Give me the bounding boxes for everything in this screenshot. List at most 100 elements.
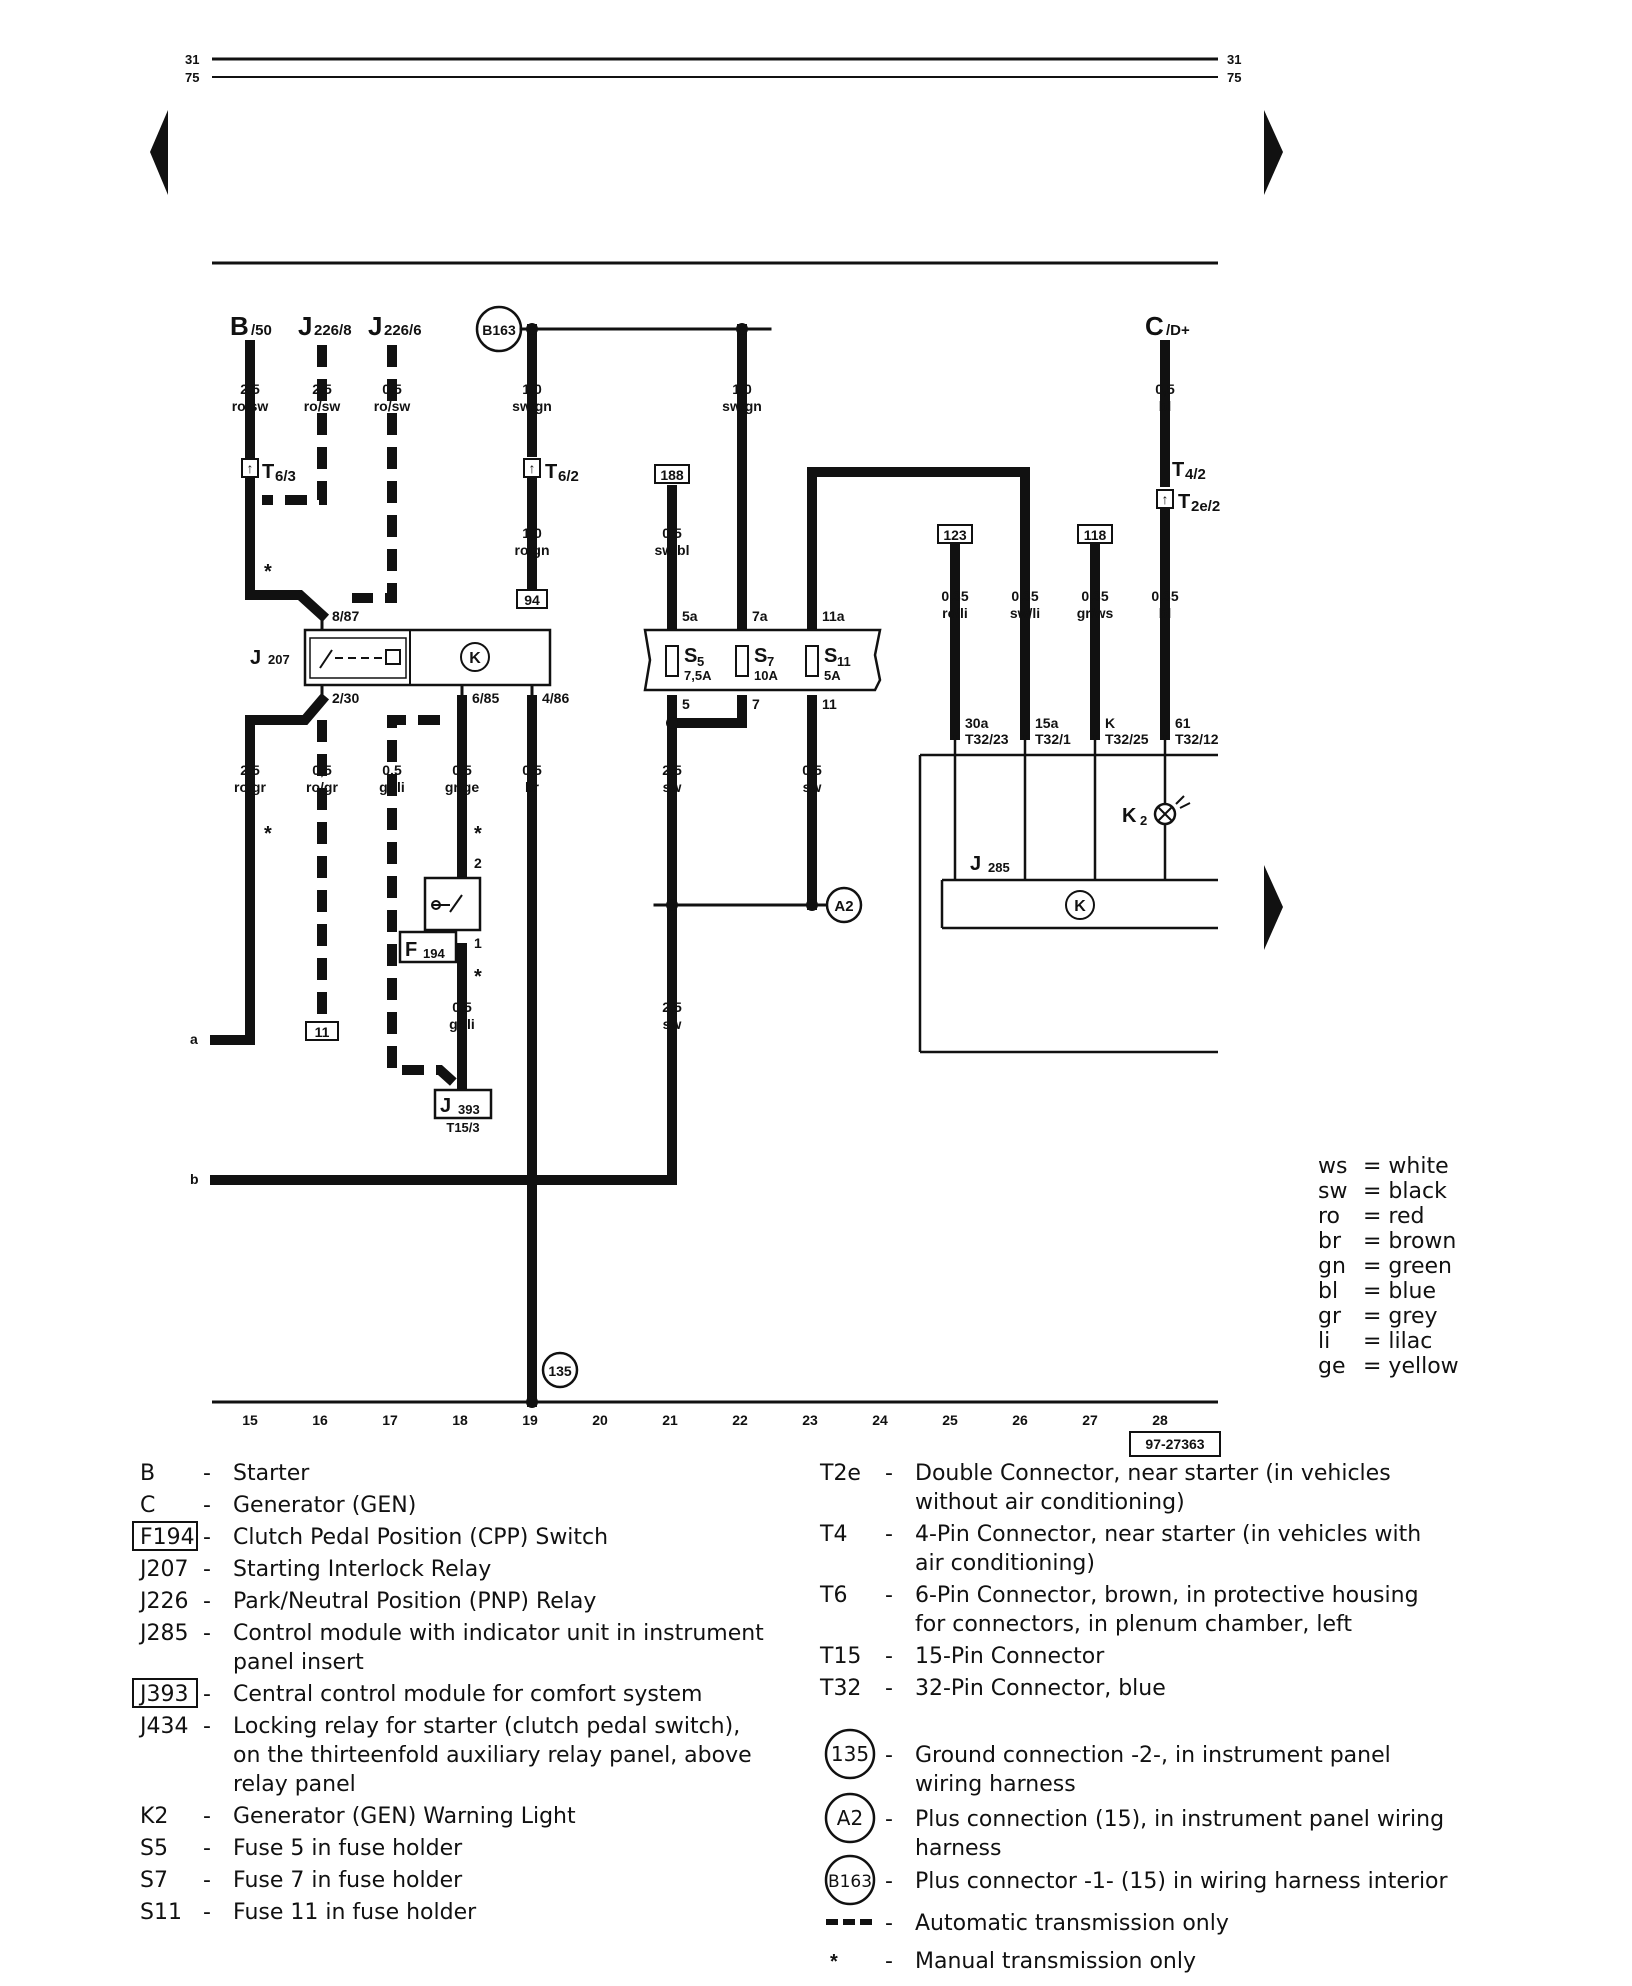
svg-text:10A: 10A <box>754 668 778 683</box>
legend-dash: - <box>203 1714 211 1739</box>
boxed-code-frame <box>132 1521 198 1551</box>
fuse-s11: S 11 5A <box>824 645 851 683</box>
track-number: 15 <box>242 1412 258 1428</box>
dashed-wires <box>262 345 466 1094</box>
svg-text:207: 207 <box>268 652 290 667</box>
junction-dots <box>526 323 818 911</box>
legend-desc: Starting Interlock Relay <box>233 1557 491 1582</box>
svg-text:K: K <box>1074 898 1086 915</box>
svg-text:gr/ws: gr/ws <box>1077 605 1114 621</box>
j285-label: J 285 K <box>970 853 1095 920</box>
color-abbr: ge <box>1318 1354 1346 1379</box>
legend-dash: - <box>203 1900 211 1925</box>
color-abbr: li <box>1318 1329 1330 1354</box>
svg-text:T: T <box>545 461 557 483</box>
legend-code: F194 <box>140 1525 195 1550</box>
star-symbol: * <box>830 1951 838 1973</box>
svg-text:B: B <box>230 311 249 341</box>
symbol-label: 135 <box>831 1742 869 1766</box>
legend-desc: wiring harness <box>915 1772 1076 1797</box>
legend-desc: Generator (GEN) Warning Light <box>233 1804 576 1829</box>
next-page-arrow[interactable] <box>1264 110 1283 195</box>
svg-text:31: 31 <box>1227 52 1241 67</box>
legend-desc: Control module with indicator unit in in… <box>233 1621 764 1646</box>
legend-dash: - <box>203 1589 211 1614</box>
legend-desc: panel insert <box>233 1650 364 1675</box>
svg-text:sw: sw <box>803 779 822 795</box>
svg-text:5: 5 <box>682 696 690 712</box>
svg-text:2,5: 2,5 <box>312 381 332 397</box>
svg-text:sw: sw <box>663 1016 682 1032</box>
svg-text:11: 11 <box>315 1024 330 1040</box>
color-name: = grey <box>1363 1304 1438 1329</box>
legend-desc: Ground connection -2-, in instrument pan… <box>915 1743 1391 1768</box>
prev-page-arrow[interactable] <box>150 110 168 195</box>
svg-text:0,5: 0,5 <box>382 381 402 397</box>
svg-text:↑: ↑ <box>247 460 254 476</box>
legend-desc: Park/Neutral Position (PNP) Relay <box>233 1589 596 1614</box>
svg-text:30a: 30a <box>965 715 989 731</box>
svg-text:gr/li: gr/li <box>379 779 405 795</box>
svg-text:↑: ↑ <box>1162 491 1169 507</box>
svg-text:0,35: 0,35 <box>1081 588 1108 604</box>
color-abbr: gr <box>1318 1304 1342 1329</box>
svg-text:1,0: 1,0 <box>732 381 752 397</box>
svg-text:226/6: 226/6 <box>384 322 422 339</box>
svg-text:S: S <box>684 645 697 667</box>
line-a-label: a <box>190 1031 198 1047</box>
legend-code: T6 <box>819 1583 847 1608</box>
legend-dash: - <box>203 1493 211 1518</box>
manual-transmission-markers: * * * * <box>264 561 482 988</box>
legend-code: T32 <box>819 1676 861 1701</box>
color-abbr: bl <box>1318 1279 1338 1304</box>
ref-box-11[interactable]: 11 <box>305 1021 339 1041</box>
legend-code: B <box>140 1461 155 1486</box>
wire-labels: 2,5 ro/sw 2,5 ro/sw 0,5 ro/sw 1,0 sw/gn … <box>232 381 1179 1032</box>
legend-desc: Fuse 7 in fuse holder <box>233 1868 463 1893</box>
svg-text:A2: A2 <box>834 898 853 915</box>
header: 31 75 31 75 <box>185 52 1241 265</box>
legend-desc: 15-Pin Connector <box>915 1644 1105 1669</box>
ref-box-94[interactable]: 94 <box>516 589 548 609</box>
svg-text:8/87: 8/87 <box>332 608 359 624</box>
svg-text:5A: 5A <box>824 668 841 683</box>
svg-text:75: 75 <box>1227 70 1241 85</box>
svg-text:S: S <box>754 645 767 667</box>
svg-text:5: 5 <box>697 654 704 669</box>
color-abbr: br <box>1318 1229 1342 1254</box>
svg-text:97-27363: 97-27363 <box>1145 1436 1204 1452</box>
ref-box-188[interactable]: 188 <box>654 464 690 484</box>
track-number: 17 <box>382 1412 398 1428</box>
legend-desc: Central control module for comfort syste… <box>233 1682 702 1707</box>
svg-text:0,5: 0,5 <box>382 762 402 778</box>
continue-arrow[interactable] <box>1264 865 1283 950</box>
svg-text:ro/gn: ro/gn <box>515 542 550 558</box>
legend-dash: - <box>203 1804 211 1829</box>
svg-text:0,35: 0,35 <box>1011 588 1038 604</box>
svg-text:*: * <box>474 966 482 988</box>
legend-code: J393 <box>138 1682 188 1707</box>
legend-code: T4 <box>819 1522 847 1547</box>
svg-text:T32/23: T32/23 <box>965 731 1009 747</box>
k2-warning-lamp-icon: K 2 <box>1122 795 1191 828</box>
color-name: = brown <box>1363 1229 1456 1254</box>
svg-text:T: T <box>1178 491 1190 513</box>
svg-text:/50: /50 <box>251 322 272 339</box>
symbol-circle <box>824 1728 876 1780</box>
track-number: 26 <box>1012 1412 1028 1428</box>
svg-text:/D+: /D+ <box>1166 322 1190 339</box>
legend-dash: - <box>885 1807 893 1832</box>
svg-text:0,5: 0,5 <box>662 525 682 541</box>
j285-module-frame <box>918 735 1218 1054</box>
fuse-s5: S 5 7,5A <box>684 645 712 683</box>
legend-code: J207 <box>138 1557 188 1582</box>
legend-desc: Starter <box>233 1461 310 1486</box>
legend-dash: - <box>885 1583 893 1608</box>
ref-box-118[interactable]: 118 <box>1077 524 1113 544</box>
track-number: 27 <box>1082 1412 1098 1428</box>
svg-text:bl: bl <box>1159 398 1171 414</box>
ref-box-123[interactable]: 123 <box>937 524 973 544</box>
